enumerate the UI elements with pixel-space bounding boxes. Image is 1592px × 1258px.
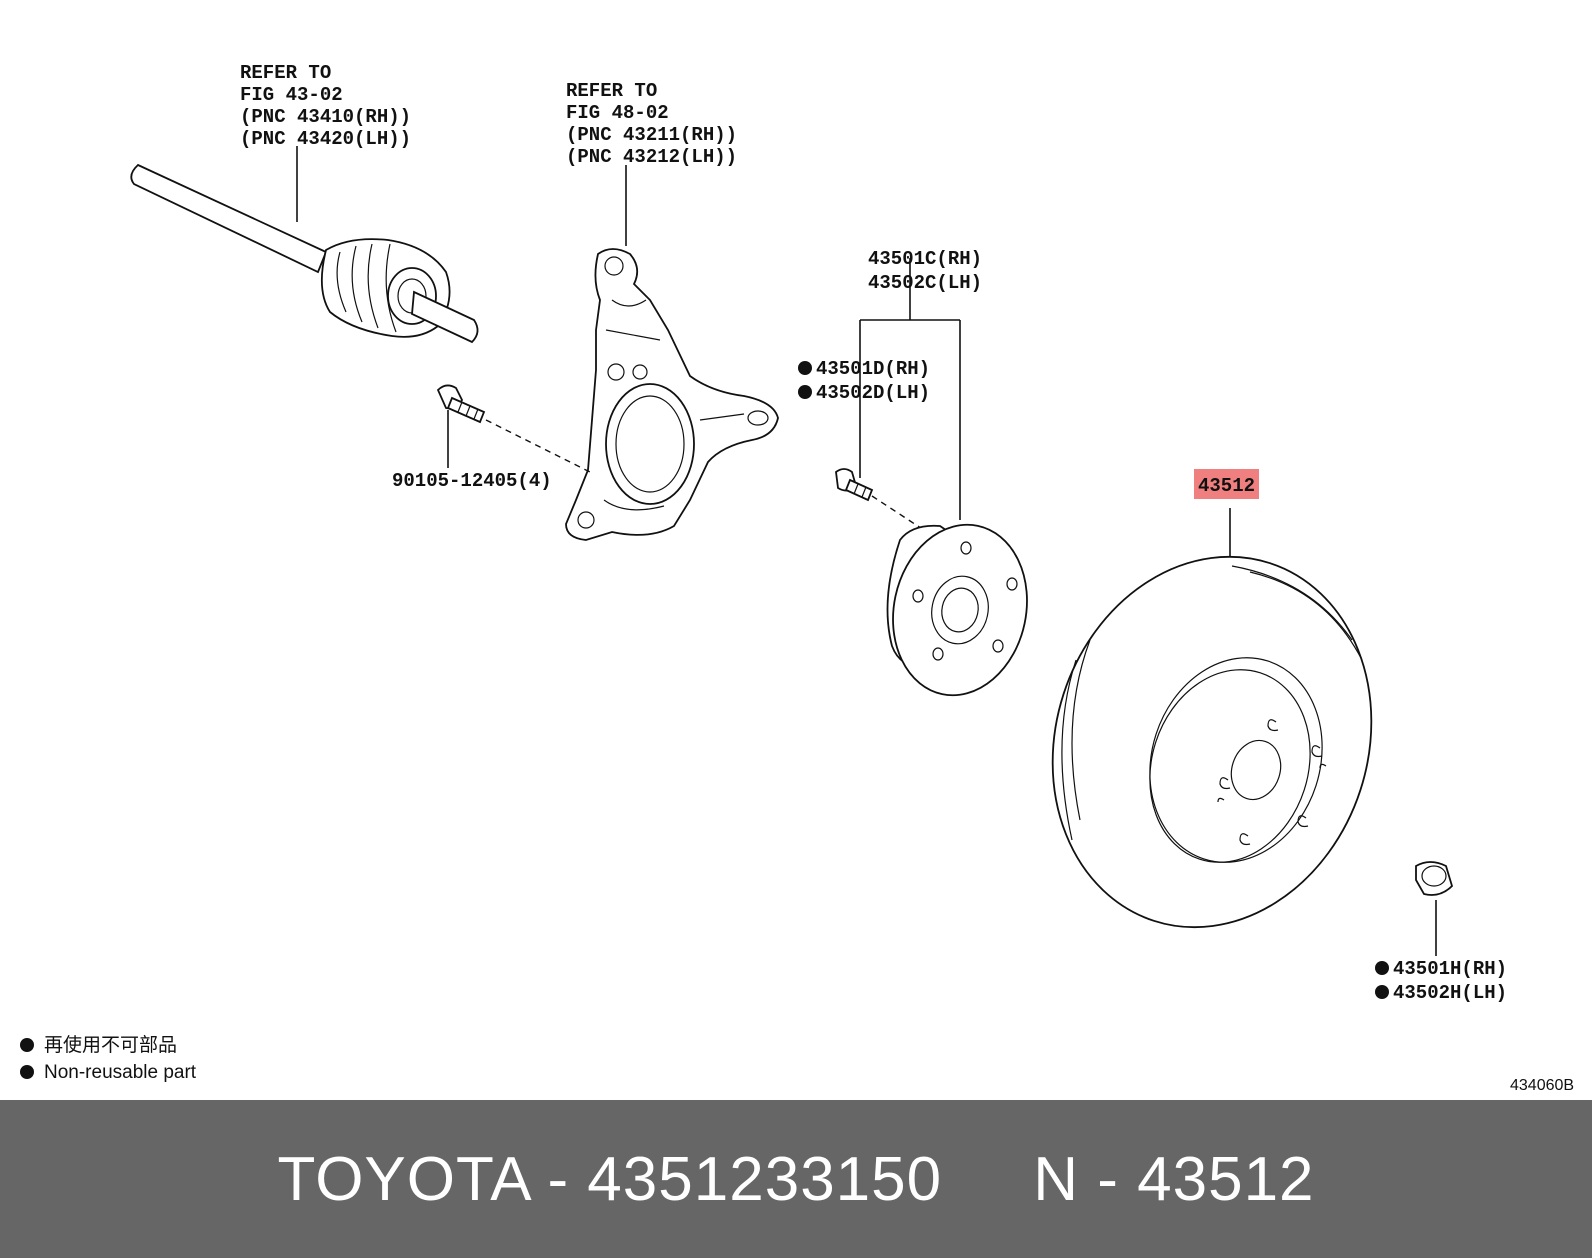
brake-disc bbox=[1051, 555, 1373, 929]
hub-assy-rh-label: 43501C(RH) bbox=[868, 248, 982, 270]
steering-knuckle bbox=[565, 248, 779, 541]
driveshaft-ref-line-3: (PNC 43410(RH)) bbox=[240, 106, 411, 128]
hub-bolt-lh-label: 43502D(LH) bbox=[816, 382, 930, 404]
hub-assembly bbox=[886, 523, 1028, 697]
footer-bar: TOYOTA - 4351233150 N - 43512 bbox=[0, 1100, 1592, 1258]
hub-assy-lh-label: 43502C(LH) bbox=[868, 272, 982, 294]
non-reusable-icon bbox=[798, 385, 812, 399]
hub-nut-rh-label: 43501H(RH) bbox=[1393, 958, 1507, 980]
legend: 再使用不可部品 Non-reusable part bbox=[20, 1034, 197, 1083]
driveshaft-ref-line-4: (PNC 43420(LH)) bbox=[240, 128, 411, 150]
hub-bolt bbox=[835, 468, 874, 502]
knuckle-ref-line-4: (PNC 43212(LH)) bbox=[566, 146, 737, 168]
figure-code: 434060B bbox=[1510, 1077, 1574, 1094]
hub-nut bbox=[1415, 861, 1454, 896]
drive-shaft bbox=[130, 163, 479, 344]
non-reusable-icon bbox=[20, 1065, 34, 1079]
hub-bolt-rh-label: 43501D(RH) bbox=[816, 358, 930, 380]
knuckle-ref-line-2: FIG 48-02 bbox=[566, 102, 669, 124]
driveshaft-reference-callout: REFER TO FIG 43-02 (PNC 43410(RH)) (PNC … bbox=[240, 62, 411, 150]
parts-diagram: REFER TO FIG 43-02 (PNC 43410(RH)) (PNC … bbox=[20, 62, 1574, 1094]
driveshaft-ref-line-1: REFER TO bbox=[240, 62, 331, 84]
hub-nut-callout: 43501H(RH) 43502H(LH) bbox=[1375, 958, 1507, 1004]
non-reusable-icon bbox=[20, 1038, 34, 1052]
knuckle-reference-callout: REFER TO FIG 48-02 (PNC 43211(RH)) (PNC … bbox=[566, 80, 737, 168]
knuckle-bolt bbox=[436, 384, 486, 424]
non-reusable-icon bbox=[1375, 985, 1389, 999]
hub-nut-lh-label: 43502H(LH) bbox=[1393, 982, 1507, 1004]
legend-japanese: 再使用不可部品 bbox=[44, 1034, 177, 1056]
legend-english: Non-reusable part bbox=[44, 1062, 197, 1083]
non-reusable-icon bbox=[1375, 961, 1389, 975]
driveshaft-ref-line-2: FIG 43-02 bbox=[240, 84, 343, 106]
hub-bolt-callout: 43501D(RH) 43502D(LH) bbox=[798, 358, 930, 404]
non-reusable-icon bbox=[798, 361, 812, 375]
disc-part-label: 43512 bbox=[1198, 475, 1255, 497]
footer-part-number: TOYOTA - 4351233150 N - 43512 bbox=[277, 1144, 1315, 1214]
knuckle-ref-line-1: REFER TO bbox=[566, 80, 657, 102]
hub-assembly-callout: 43501C(RH) 43502C(LH) bbox=[868, 248, 982, 294]
disc-highlight bbox=[1194, 469, 1259, 499]
knuckle-ref-line-3: (PNC 43211(RH)) bbox=[566, 124, 737, 146]
knuckle-bolt-label: 90105-12405(4) bbox=[392, 470, 552, 492]
